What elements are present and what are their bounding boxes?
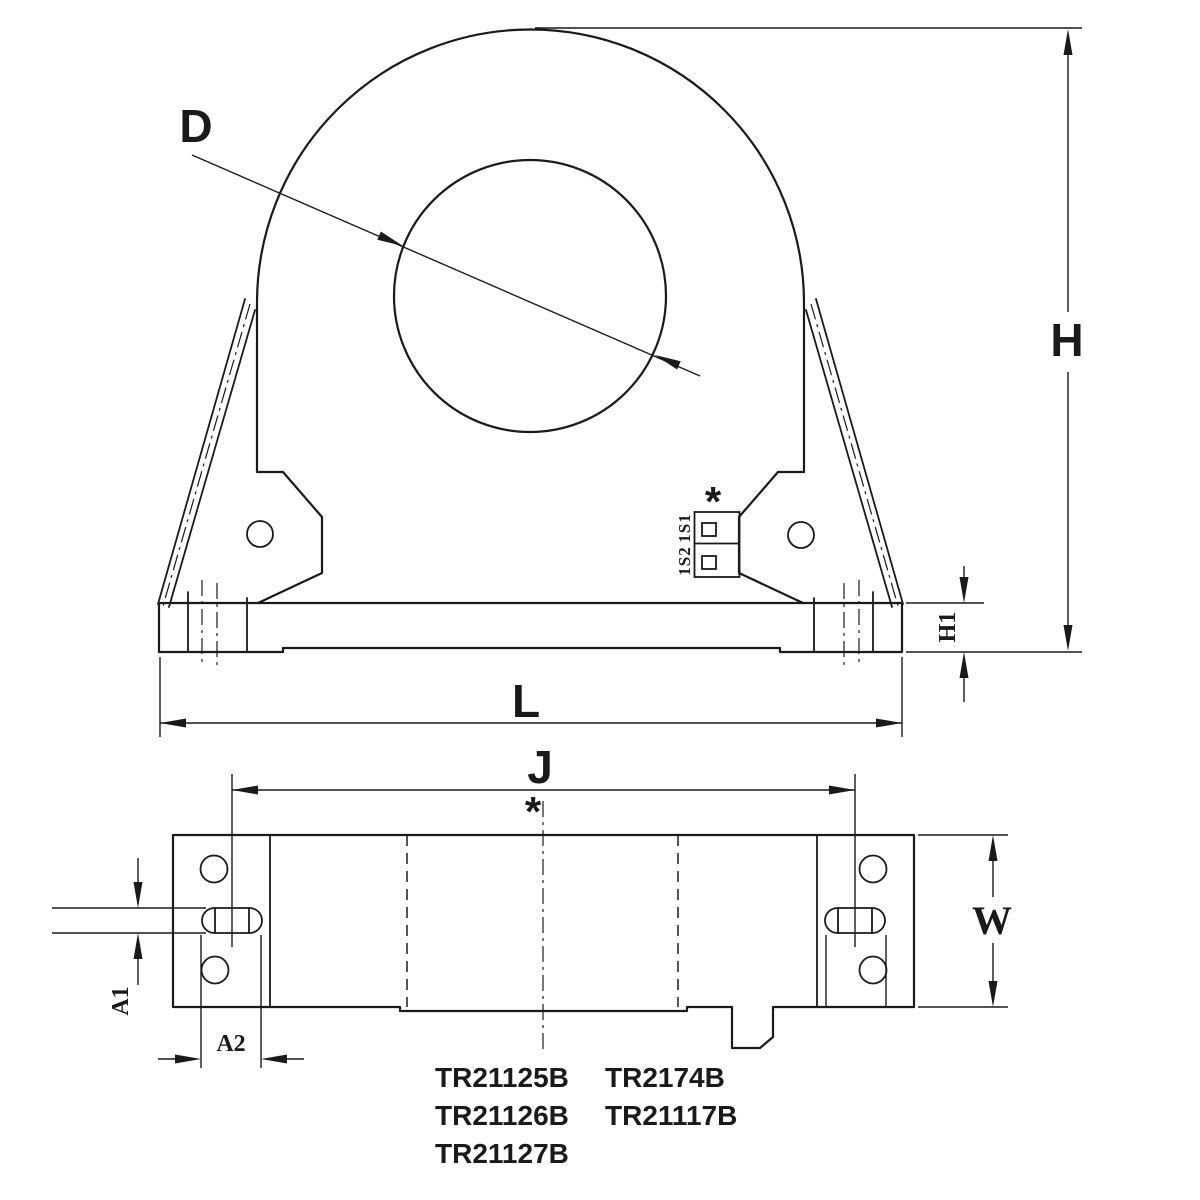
part-number: TR2174B — [605, 1062, 725, 1093]
label-l: L — [512, 675, 540, 727]
label-h1: H1 — [935, 612, 961, 643]
label-j: J — [527, 741, 553, 793]
dimension-h1: H1 — [906, 566, 984, 702]
part-number: TR21127B — [435, 1138, 569, 1169]
dimension-h: H — [535, 27, 1084, 653]
right-bracket — [737, 470, 805, 605]
front-view: 1S1 1S2 * D H H1 — [157, 27, 1084, 737]
label-w: W — [972, 898, 1012, 943]
right-plan-bracket — [824, 854, 888, 1007]
right-bracket-hole — [787, 521, 815, 549]
right-hole-top — [858, 854, 888, 884]
right-gusset — [805, 298, 904, 608]
body-outline — [255, 28, 806, 474]
terminal-pin-1 — [701, 522, 717, 537]
label-a2: A2 — [216, 1031, 245, 1057]
center-hole — [392, 158, 668, 434]
part-number: TR21117B — [605, 1100, 737, 1131]
label-d: D — [179, 100, 212, 152]
left-hole-top — [199, 854, 229, 884]
terminal-label-1s2: 1S2 — [675, 546, 694, 575]
terminal-block: 1S1 1S2 * — [675, 478, 741, 578]
part-number: TR21126B — [435, 1100, 569, 1131]
terminal-label-1s1: 1S1 — [675, 513, 694, 542]
base-plate — [157, 601, 904, 654]
left-bracket-hole — [246, 520, 274, 548]
plan-view: * J — [52, 741, 1012, 1068]
part-number: TR21125B — [435, 1062, 569, 1093]
left-gusset — [157, 298, 256, 608]
asterisk-terminal: * — [705, 478, 722, 525]
right-hole-bottom — [858, 955, 888, 985]
left-foot-ribs — [187, 580, 248, 670]
plan-outline — [171, 833, 916, 1050]
asterisk-plan: * — [525, 788, 542, 835]
dimension-a1: A1 — [52, 858, 206, 1016]
dimension-d: D — [179, 100, 701, 377]
left-bracket — [256, 470, 324, 605]
terminal-pin-2 — [701, 555, 717, 570]
dimension-j: J — [231, 741, 856, 947]
right-foot-ribs — [813, 580, 874, 670]
dimension-w: W — [918, 834, 1012, 1008]
part-number-list: TR21125B TR21126B TR21127B TR2174B TR211… — [435, 1062, 737, 1169]
label-h: H — [1050, 314, 1083, 366]
label-a1: A1 — [108, 986, 134, 1015]
left-hole-bottom — [200, 955, 230, 985]
dimension-l: L — [159, 657, 903, 737]
dimension-a2: A2 — [158, 1031, 304, 1064]
